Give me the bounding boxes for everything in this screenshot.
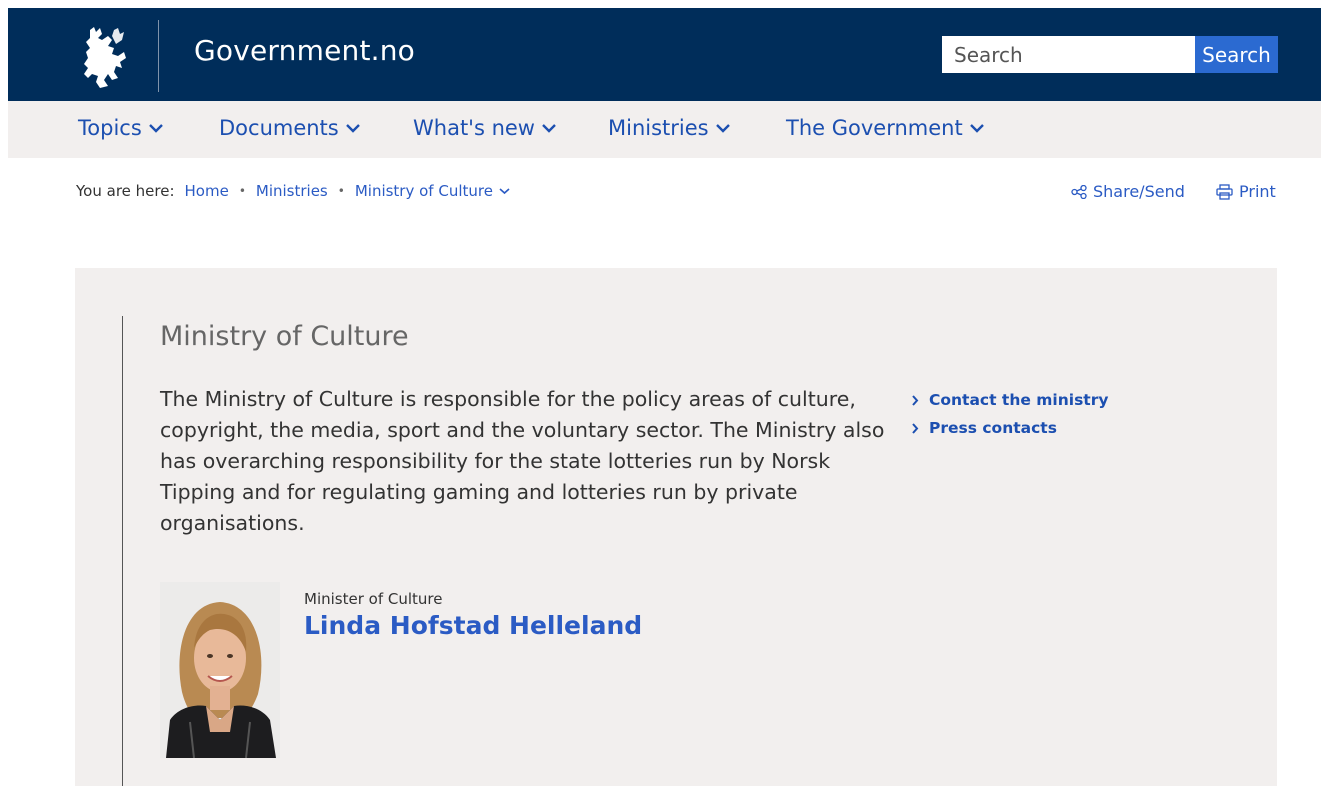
breadcrumb-home[interactable]: Home: [184, 182, 229, 200]
chevron-right-icon: [912, 394, 919, 406]
share-send-link[interactable]: Share/Send: [1071, 182, 1185, 201]
breadcrumb-ministry-of-culture[interactable]: Ministry of Culture: [354, 182, 493, 200]
chevron-down-icon[interactable]: [499, 187, 510, 195]
nav-item-the-government[interactable]: The Government: [786, 116, 985, 140]
norwegian-lion-icon[interactable]: [78, 26, 130, 90]
chevron-down-icon: [969, 124, 984, 133]
print-label: Print: [1239, 182, 1276, 201]
nav-item-label: Documents: [219, 116, 339, 140]
nav-item-documents[interactable]: Documents: [219, 116, 361, 140]
minister-name-link[interactable]: Linda Hofstad Helleland: [304, 611, 643, 640]
contact-the-ministry-link[interactable]: Contact the ministry: [911, 386, 1108, 414]
print-link[interactable]: Print: [1216, 182, 1276, 201]
nav-item-ministries[interactable]: Ministries: [608, 116, 731, 140]
printer-icon: [1216, 183, 1233, 200]
minister-role: Minister of Culture: [304, 590, 443, 608]
nav-item-label: The Government: [786, 116, 963, 140]
share-icon: [1071, 184, 1087, 199]
breadcrumb-ministries[interactable]: Ministries: [255, 182, 328, 200]
ministry-panel: Ministry of Culture The Ministry of Cult…: [75, 268, 1277, 786]
nav-item-topics[interactable]: Topics: [78, 116, 164, 140]
logo-divider: [158, 20, 159, 92]
site-title[interactable]: Government.no: [194, 34, 415, 67]
panel-left-rule: [122, 316, 123, 786]
breadcrumb-separator: •: [238, 184, 246, 198]
nav-item-whats-new[interactable]: What's new: [413, 116, 557, 140]
chevron-down-icon: [148, 124, 163, 133]
ministry-description: The Ministry of Culture is responsible f…: [160, 387, 885, 535]
nav-item-label: What's new: [413, 116, 535, 140]
ministry-links: Contact the ministry Press contacts: [911, 386, 1108, 442]
link-label: Contact the ministry: [929, 391, 1109, 409]
press-contacts-link[interactable]: Press contacts: [911, 414, 1108, 442]
page-title: Ministry of Culture: [160, 321, 409, 352]
breadcrumb: You are here: Home • Ministries • Minist…: [76, 182, 510, 200]
chevron-right-icon: [912, 422, 919, 434]
nav-item-label: Topics: [78, 116, 142, 140]
search-button[interactable]: Search: [1195, 36, 1278, 73]
search-input[interactable]: [942, 36, 1195, 73]
chevron-down-icon: [542, 124, 556, 133]
minister-photo[interactable]: [160, 582, 280, 758]
breadcrumb-lead: You are here:: [76, 182, 175, 200]
share-send-label: Share/Send: [1093, 182, 1185, 201]
minister-portrait-image: [160, 582, 280, 758]
site-header: Government.no Search: [8, 8, 1321, 101]
chevron-down-icon: [715, 124, 730, 133]
chevron-down-icon: [345, 124, 360, 133]
breadcrumb-separator: •: [337, 184, 345, 198]
nav-item-label: Ministries: [608, 116, 709, 140]
link-label: Press contacts: [929, 419, 1057, 437]
main-nav: Topics Documents What's new Ministries T…: [8, 101, 1321, 158]
